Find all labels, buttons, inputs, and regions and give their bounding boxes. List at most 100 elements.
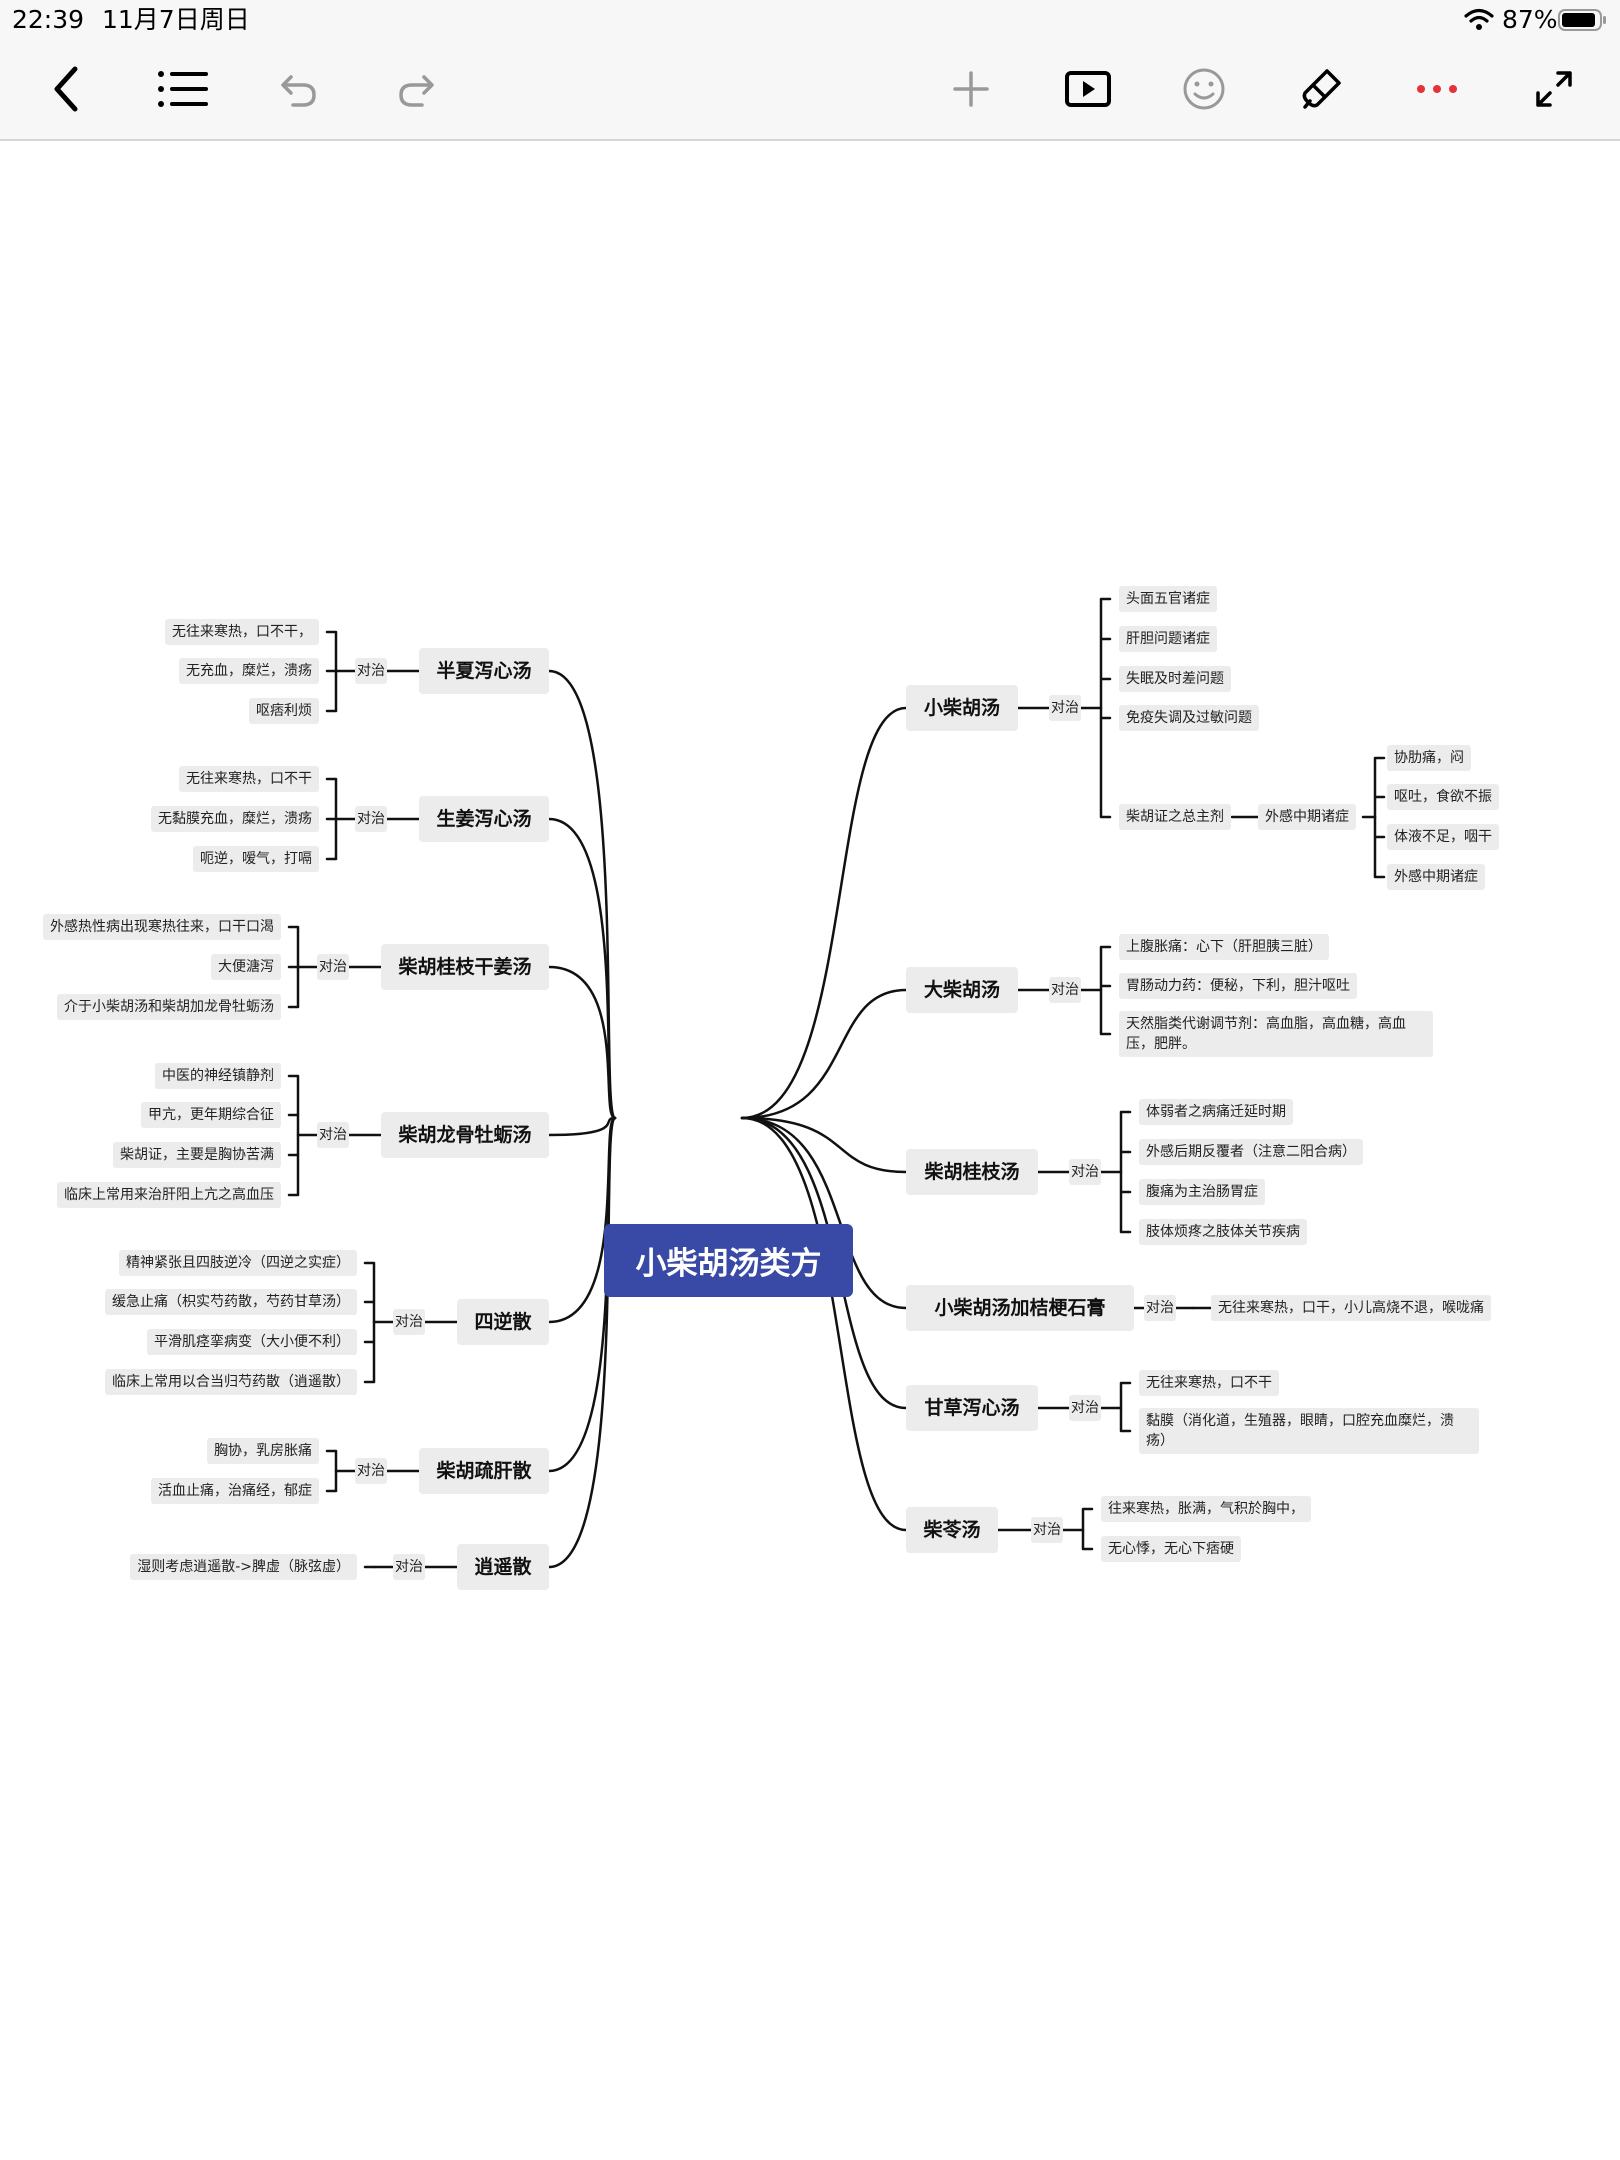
branch-left-6[interactable]: 逍遥散 [457, 1544, 549, 1590]
undo-icon [279, 69, 319, 109]
status-time: 22:39 [12, 5, 85, 34]
branch-left-1[interactable]: 生姜泻心汤 [419, 796, 549, 842]
relation-label: 对治 [1069, 1395, 1101, 1421]
present-button[interactable] [1057, 58, 1119, 120]
branch-right-2[interactable]: 柴胡桂枝汤 [906, 1149, 1038, 1195]
leaf-left: 临床上常用来治肝阳上亢之高血压 [57, 1182, 281, 1208]
bracket-left-1 [325, 777, 338, 861]
central-topic[interactable]: 小柴胡汤类方 [604, 1224, 853, 1297]
relation-label: 对治 [1069, 1159, 1101, 1185]
bracket-right-1 [1099, 945, 1112, 1036]
branch-left-0[interactable]: 半夏泻心汤 [419, 648, 549, 694]
relation-label: 对治 [355, 806, 387, 832]
leaf-left: 呕痞利烦 [249, 698, 319, 724]
sub-branch[interactable]: 外感中期诸症 [1258, 804, 1356, 830]
leaf-right: 黏膜（消化道，生殖器，眼睛，口腔充血糜烂，溃疡） [1139, 1408, 1479, 1454]
relation-label: 对治 [393, 1554, 425, 1580]
leaf-right: 头面五官诸症 [1119, 586, 1217, 612]
leaf-right: 天然脂类代谢调节剂：高血脂，高血糖，高血压，肥胖。 [1119, 1011, 1433, 1057]
relation-label: 对治 [1049, 695, 1081, 721]
leaf-left: 外感热性病出现寒热往来，口干口渴 [43, 914, 281, 940]
leaf-left: 甲亢，更年期综合征 [141, 1102, 281, 1128]
branch-right-3[interactable]: 小柴胡汤加桔梗石膏 [906, 1285, 1134, 1331]
leaf-left: 大便溏泻 [211, 954, 281, 980]
more-icon [1415, 83, 1459, 95]
leaf-left: 无黏膜充血，糜烂，溃疡 [151, 806, 319, 832]
leaf-right: 免疫失调及过敏问题 [1119, 705, 1259, 731]
relation-label: 对治 [355, 658, 387, 684]
leaf-left: 临床上常用以合当归芍药散（逍遥散） [105, 1369, 357, 1395]
leaf-right: 无往来寒热，口不干 [1139, 1370, 1279, 1396]
leaf-right: 无心悸，无心下痞硬 [1101, 1536, 1241, 1562]
relation-label: 对治 [393, 1309, 425, 1335]
bracket-sub [1373, 756, 1386, 879]
leaf-right: 肢体烦疼之肢体关节疾病 [1139, 1219, 1307, 1245]
leaf-right: 失眠及时差问题 [1119, 666, 1231, 692]
leaf-left: 活血止痛，治痛经，郁症 [151, 1478, 319, 1504]
bracket-right-5 [1081, 1507, 1094, 1551]
battery-percent: 87% [1502, 5, 1558, 34]
connector-left-6 [547, 1116, 617, 1569]
back-icon [47, 64, 87, 114]
redo-button[interactable] [385, 58, 447, 120]
leaf-right: 无往来寒热，口干，小儿高烧不退，喉咙痛 [1211, 1295, 1491, 1321]
branch-left-5[interactable]: 柴胡疏肝散 [419, 1448, 549, 1494]
branch-left-2[interactable]: 柴胡桂枝干姜汤 [381, 944, 549, 990]
bracket-right-4 [1119, 1381, 1132, 1433]
connector-left-0 [547, 669, 617, 1120]
branch-right-4[interactable]: 甘草泻心汤 [906, 1385, 1038, 1431]
branch-left-3[interactable]: 柴胡龙骨牡蛎汤 [381, 1112, 549, 1158]
leaf-left: 柴胡证，主要是胸协苦满 [113, 1142, 281, 1168]
leaf-left: 介于小柴胡汤和柴胡加龙骨牡蛎汤 [57, 994, 281, 1020]
relation-label: 对治 [1144, 1295, 1176, 1321]
redo-icon [396, 69, 436, 109]
leaf-left: 无往来寒热，口不干 [179, 766, 319, 792]
branch-left-4[interactable]: 四逆散 [457, 1299, 549, 1345]
leaf-left: 缓急止痛（枳实芍药散，芍药甘草汤） [105, 1289, 357, 1315]
play-icon [1064, 69, 1112, 109]
bracket-left-0 [325, 630, 338, 713]
status-date: 11月7日周日 [102, 5, 250, 34]
emoji-button[interactable] [1173, 58, 1235, 120]
leaf-left: 无往来寒热，口不干， [165, 619, 319, 645]
leaf-left: 胸协，乳房胀痛 [207, 1438, 319, 1464]
add-button[interactable] [940, 58, 1002, 120]
brush-icon [1299, 67, 1343, 111]
sub-leaf: 协肋痛，闷 [1387, 745, 1471, 771]
sub-leaf: 体液不足，咽干 [1387, 824, 1499, 850]
bracket-right-2 [1119, 1110, 1132, 1234]
branch-right-1[interactable]: 大柴胡汤 [906, 967, 1018, 1013]
leaf-right: 柴胡证之总主剂 [1119, 804, 1231, 830]
leaf-left: 呃逆，嗳气，打嗝 [193, 846, 319, 872]
sub-leaf: 外感中期诸症 [1387, 864, 1485, 890]
outline-button[interactable] [152, 58, 214, 120]
leaf-right: 腹痛为主治肠胃症 [1139, 1179, 1265, 1205]
back-button[interactable] [36, 58, 98, 120]
emoji-icon [1182, 67, 1226, 111]
expand-icon [1532, 67, 1576, 111]
style-button[interactable] [1290, 58, 1352, 120]
leaf-left: 无充血，糜烂，溃疡 [179, 658, 319, 684]
leaf-right: 上腹胀痛：心下（肝胆胰三脏） [1119, 934, 1329, 960]
connector-right-2 [740, 1116, 908, 1174]
relation-label: 对治 [1031, 1517, 1063, 1543]
relation-label: 对治 [317, 1122, 349, 1148]
undo-button[interactable] [268, 58, 330, 120]
connector-right-1 [740, 988, 908, 1120]
leaf-right: 肝胆问题诸症 [1119, 626, 1217, 652]
fullscreen-button[interactable] [1523, 58, 1585, 120]
relation-label: 对治 [355, 1458, 387, 1484]
branch-right-0[interactable]: 小柴胡汤 [906, 685, 1018, 731]
leaf-left: 中医的神经镇静剂 [155, 1063, 281, 1089]
more-button[interactable] [1406, 58, 1468, 120]
branch-right-5[interactable]: 柴苓汤 [906, 1507, 998, 1553]
mindmap-canvas[interactable]: 小柴胡汤类方 半夏泻心汤对治无往来寒热，口不干，无充血，糜烂，溃疡呕痞利烦生姜泻… [0, 141, 1620, 2160]
bracket-left-5 [325, 1449, 338, 1493]
connector-left-3 [547, 1116, 617, 1137]
connector-left-2 [547, 965, 617, 1120]
leaf-right: 外感后期反覆者（注意二阳合病） [1139, 1139, 1363, 1165]
wifi-icon [1464, 7, 1494, 35]
outline-icon [157, 69, 209, 109]
bracket-right-0 [1099, 597, 1112, 819]
toolbar [0, 40, 1620, 141]
